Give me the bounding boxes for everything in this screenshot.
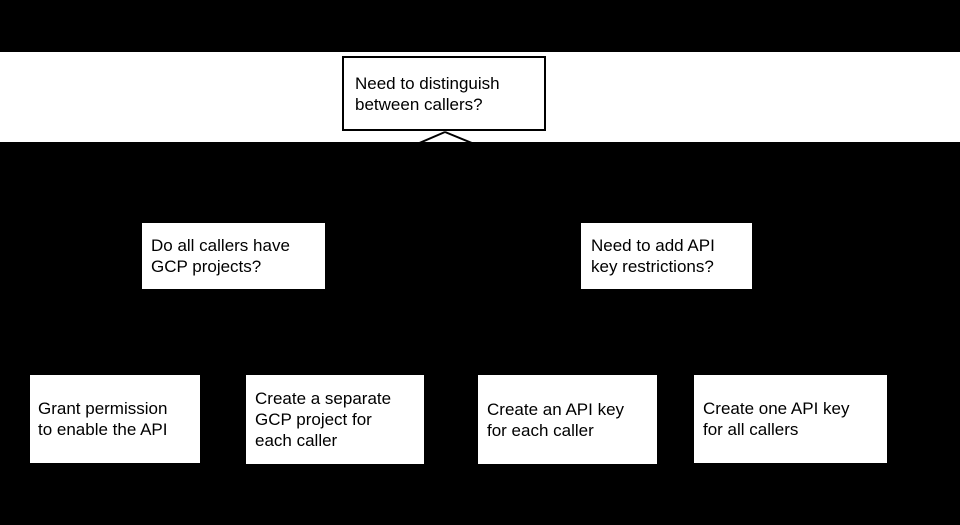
node-separate-gcp-project-per-caller: Create a separate GCP project for each c… xyxy=(246,375,424,464)
node-grant-permission-enable-api: Grant permission to enable the API xyxy=(30,375,200,463)
node-label-line: between callers? xyxy=(355,94,483,114)
node-label-line: Grant permission xyxy=(38,399,168,418)
node-label-line: Need to distinguish xyxy=(355,73,500,93)
node-label-line: Do all callers have xyxy=(151,236,290,255)
node-label-line: GCP projects? xyxy=(151,257,262,276)
node-all-callers-gcp-projects: Do all callers have GCP projects? xyxy=(142,223,325,289)
node-label-line: each caller xyxy=(255,431,338,450)
node-label-line: Create one API key xyxy=(703,399,850,418)
branch-line-left xyxy=(419,131,446,142)
node-label-line: Create a separate xyxy=(255,389,392,408)
node-api-key-per-caller: Create an API key for each caller xyxy=(478,375,657,464)
node-label-line: for all callers xyxy=(703,420,799,439)
node-label-line: for each caller xyxy=(487,420,594,440)
node-label-line: Create an API key xyxy=(487,399,625,419)
branch-line-right xyxy=(444,131,473,142)
node-label-line: GCP project for xyxy=(255,410,372,429)
node-label-line: key restrictions? xyxy=(591,257,714,276)
node-one-api-key-all-callers: Create one API key for all callers xyxy=(694,375,887,463)
node-need-distinguish-callers: Need to distinguish between callers? xyxy=(342,56,546,131)
node-label-line: to enable the API xyxy=(38,420,168,439)
node-label-line: Need to add API xyxy=(591,236,715,255)
node-api-key-restrictions: Need to add API key restrictions? xyxy=(581,223,752,289)
